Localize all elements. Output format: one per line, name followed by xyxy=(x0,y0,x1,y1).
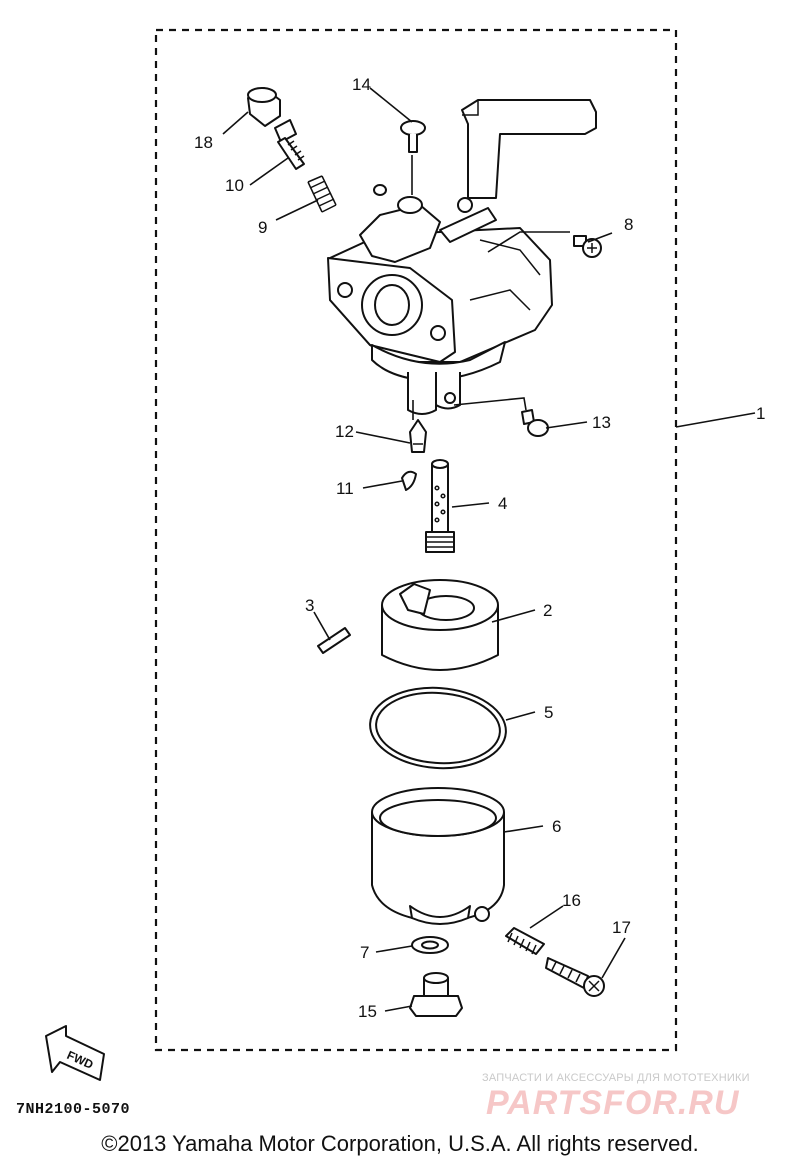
label-3: 3 xyxy=(305,596,314,615)
part-14-screw xyxy=(400,120,426,153)
carburetor-body xyxy=(327,99,597,415)
label-12: 12 xyxy=(335,422,354,441)
part-12-needle xyxy=(409,419,427,453)
label-6: 6 xyxy=(552,817,561,836)
fwd-arrow-icon: FWD xyxy=(45,1025,105,1081)
label-10: 10 xyxy=(225,176,244,195)
part-7-washer xyxy=(411,936,449,954)
part-8-screw xyxy=(573,235,602,258)
label-15: 15 xyxy=(358,1002,377,1021)
part-2-float xyxy=(381,579,499,671)
label-13: 13 xyxy=(592,413,611,432)
label-17: 17 xyxy=(612,918,631,937)
part-5-gasket xyxy=(369,686,507,770)
label-1: 1 xyxy=(756,404,765,423)
reference-code: 7NH2100-5070 xyxy=(16,1101,131,1118)
leader-lines xyxy=(222,87,756,1012)
part-13-screw xyxy=(521,409,549,437)
label-8: 8 xyxy=(624,215,633,234)
label-11: 11 xyxy=(336,479,354,498)
copyright-notice: ©2013 Yamaha Motor Corporation, U.S.A. A… xyxy=(101,1131,699,1156)
label-16: 16 xyxy=(562,891,581,910)
watermark-tagline: ЗАПЧАСТИ И АКСЕССУАРЫ ДЛЯ МОТОТЕХНИКИ xyxy=(482,1072,750,1084)
watermark-brand: PARTSFOR.RU xyxy=(486,1084,740,1122)
part-9-spring xyxy=(307,175,337,213)
label-5: 5 xyxy=(544,703,553,722)
label-14: 14 xyxy=(352,75,371,94)
part-17-screw xyxy=(545,957,605,997)
part-3-pin xyxy=(317,627,351,654)
part-16-spring xyxy=(505,927,545,955)
part-18-cap xyxy=(247,87,281,127)
part-labels: 1 2 3 4 5 6 7 8 9 10 11 12 13 14 15 16 1… xyxy=(194,75,765,1021)
part-11-clip xyxy=(401,470,417,491)
part-15-plug xyxy=(409,972,463,1017)
label-7: 7 xyxy=(360,943,369,962)
part-4-nozzle xyxy=(425,459,455,553)
label-18: 18 xyxy=(194,133,213,152)
assembly-boundary xyxy=(154,28,678,1052)
part-10-screw xyxy=(274,119,305,170)
label-4: 4 xyxy=(498,494,507,513)
label-2: 2 xyxy=(543,601,552,620)
label-9: 9 xyxy=(258,218,267,237)
part-6-bowl xyxy=(371,787,505,925)
